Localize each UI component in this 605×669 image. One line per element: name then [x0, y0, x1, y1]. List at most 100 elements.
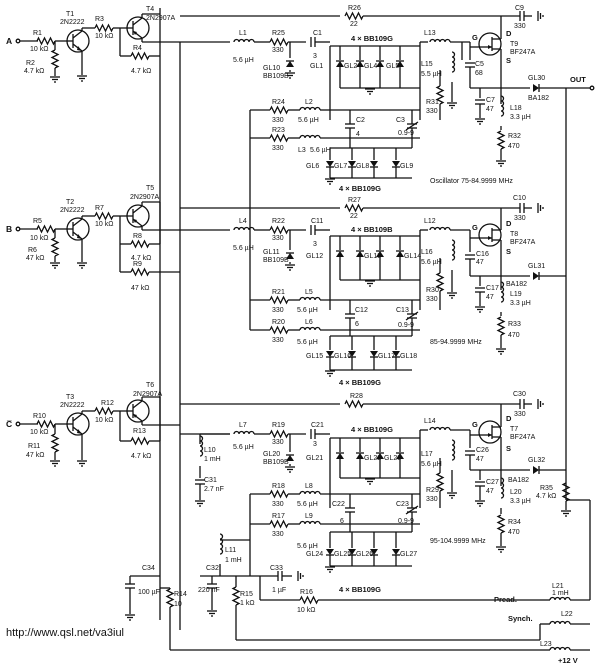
l20-value: 3.3 µH — [510, 498, 531, 505]
varicap-group-6: 4 × BB109G — [339, 585, 381, 594]
r20-label: R20 — [272, 319, 285, 326]
gl27-label: GL27 — [400, 551, 417, 558]
r9-value: 47 kΩ — [131, 285, 149, 292]
oscillator-note: Oscillator 75-84.9999 MHz — [430, 178, 513, 185]
r30-value: 330 — [426, 296, 438, 303]
gl10-value: BB109B — [263, 73, 289, 80]
c3-value: 0.9-9 — [398, 130, 414, 137]
r11-label: R11 — [28, 443, 40, 450]
gl5-label: GL5 — [386, 63, 399, 70]
c30-value: 330 — [514, 411, 526, 418]
t6-type: 2N2907A — [133, 391, 163, 398]
switch-stage-c: C̅ R10 10 kΩ R11 47 kΩ T3 2N2222 R12 10 … — [6, 382, 180, 467]
l9-value: 5.6 µH — [297, 543, 318, 550]
r25-label: R25 — [272, 30, 285, 37]
c2-label: C2 — [356, 117, 365, 124]
r10-label: R10 — [33, 413, 46, 420]
r17-label: R17 — [272, 513, 285, 520]
c30-label: C30 — [513, 391, 526, 398]
r5-value: 10 kΩ — [30, 235, 48, 242]
r15-label: R15 — [240, 591, 253, 598]
r1-value: 10 kΩ — [30, 46, 48, 53]
r35-label: R35 — [540, 485, 553, 492]
r35-value: 4.7 kΩ — [536, 493, 556, 500]
supply-rail: C34 100 µF R14 10 — [124, 8, 540, 651]
c34-value: 100 µF — [138, 589, 160, 596]
gl9-label: GL9 — [400, 163, 413, 170]
switch-stage-b: B R5 10 kΩ R6 47 kΩ T2 2N2222 R7 10 kΩ T… — [6, 185, 180, 292]
r16-value: 10 kΩ — [297, 607, 315, 614]
r11-value: 47 kΩ — [26, 452, 44, 459]
r34-label: R34 — [508, 519, 521, 526]
l11-value: 1 mH — [225, 557, 242, 564]
r9-label: R9 — [133, 261, 142, 268]
l1-value: 5.6 µH — [233, 57, 254, 64]
c7-value: 47 — [486, 106, 494, 113]
l8-value: 5.6 µH — [297, 501, 318, 508]
t9-gate-label: G — [472, 33, 478, 42]
input-a-label: A — [6, 36, 12, 46]
l7-value: 5.6 µH — [233, 444, 254, 451]
r20-value: 330 — [272, 337, 284, 344]
r15-value: 1 kΩ — [240, 600, 255, 607]
l13-label: L13 — [424, 30, 436, 37]
l19-value: 3.3 µH — [510, 300, 531, 307]
l18-label: L18 — [510, 105, 522, 112]
t1-type: 2N2222 — [60, 19, 85, 26]
t7-drain-label: D — [506, 414, 512, 423]
r25-value: 330 — [272, 47, 284, 54]
l2-label: L2 — [305, 99, 313, 106]
c9-value: 330 — [514, 23, 526, 30]
gl4-label: GL4 — [364, 63, 377, 70]
gl21-label: GL21 — [306, 455, 323, 462]
t6-label: T6 — [146, 382, 154, 389]
gl12-label: GL12 — [306, 253, 323, 260]
t3-label: T3 — [66, 394, 74, 401]
r18-label: R18 — [272, 483, 285, 490]
gl11-label: GL11 — [263, 249, 280, 256]
l21-label: L21 — [552, 583, 564, 590]
r32-value: 470 — [508, 143, 520, 150]
gl32-value: BA182 — [508, 477, 529, 484]
synch-label: Synch. — [508, 614, 533, 623]
c17-value: 47 — [486, 294, 494, 301]
r1-label: R1 — [33, 30, 42, 37]
t4-label: T4 — [146, 6, 154, 13]
l17-value: 5.6 µH — [421, 461, 442, 468]
r24-label: R24 — [272, 99, 285, 106]
t9-source-label: S — [506, 56, 511, 65]
l15-label: L15 — [421, 61, 433, 68]
source-url: http://www.qsl.net/va3iul — [6, 627, 124, 639]
r4-value: 4.7 kΩ — [131, 68, 151, 75]
r10-value: 10 kΩ — [30, 429, 48, 436]
r16-label: R16 — [300, 589, 313, 596]
c31-label: C31 — [204, 477, 217, 484]
r6-value: 47 kΩ — [26, 255, 44, 262]
c12-value: 6 — [355, 321, 359, 328]
gl15-label: GL15 — [306, 353, 323, 360]
t9-label: T9 — [510, 41, 518, 48]
c23-label: C23 — [396, 501, 409, 508]
r12-value: 10 kΩ — [95, 417, 113, 424]
r26-value: 22 — [350, 21, 358, 28]
c7-label: C7 — [486, 97, 495, 104]
r13-label: R13 — [133, 428, 146, 435]
c31-value: 2.7 nF — [204, 486, 224, 493]
c5-value: 68 — [475, 70, 483, 77]
l10-label: L10 — [204, 447, 216, 454]
varicap-group-2: 4 × BB109G — [339, 184, 381, 193]
c11-value: 3 — [313, 241, 317, 248]
gl16-label: GL16 — [334, 353, 351, 360]
t8-source-label: S — [506, 247, 511, 256]
gl13-label: GL13 — [364, 253, 381, 260]
r23-value: 330 — [272, 145, 284, 152]
c16-value: 47 — [476, 259, 484, 266]
l23-label: L23 — [540, 641, 552, 648]
l21-value: 1 mH — [552, 590, 569, 597]
l14-label: L14 — [424, 418, 436, 425]
gl10-label: GL10 — [263, 65, 280, 72]
l5-value: 5.6 µH — [297, 307, 318, 314]
r33-label: R33 — [508, 321, 521, 328]
gl32-label: GL32 — [528, 457, 545, 464]
r19-label: R19 — [272, 422, 285, 429]
